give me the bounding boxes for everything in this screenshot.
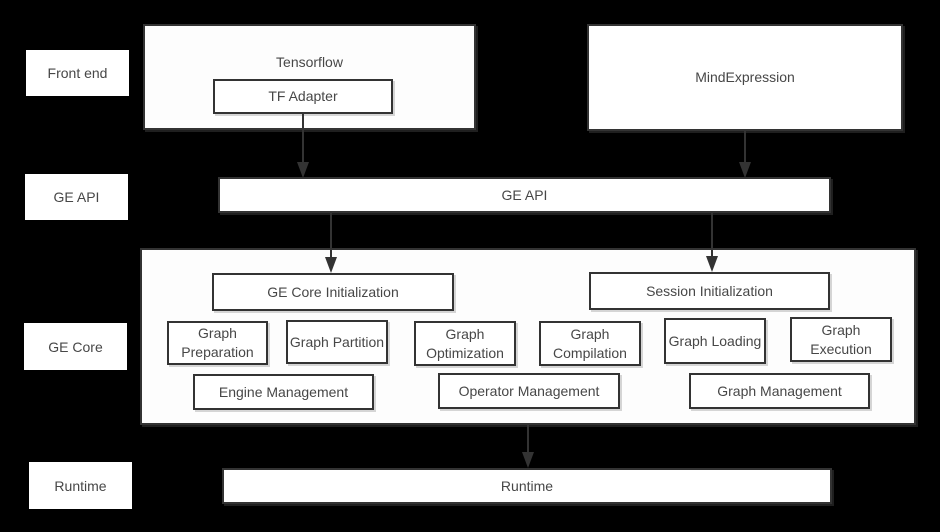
graph-management-box: Graph Management <box>689 373 870 409</box>
graph-preparation-box: Graph Preparation <box>167 321 268 365</box>
arrow-head-icon <box>706 256 718 272</box>
graph-optimization-box: Graph Optimization <box>414 321 516 366</box>
row-label-front-end: Front end <box>26 50 129 96</box>
arrow-head-icon <box>297 162 309 178</box>
graph-loading-box: Graph Loading <box>664 318 766 364</box>
arrow-gecore-to-runtime <box>522 425 534 468</box>
ge-api-bar: GE API <box>218 177 831 213</box>
arrow-stem <box>527 425 529 453</box>
graph-compilation-box: Graph Compilation <box>539 321 641 366</box>
arrow-head-icon <box>522 452 534 468</box>
arrow-mindexpression-to-geapi <box>739 131 751 178</box>
row-label-ge-api: GE API <box>25 174 128 220</box>
arrow-stem <box>711 213 713 257</box>
arrow-head-icon <box>739 162 751 178</box>
tensorflow-box: Tensorflow TF Adapter <box>143 24 476 130</box>
graph-partition-box: Graph Partition <box>286 320 388 364</box>
arrow-stem <box>744 131 746 163</box>
session-initialization-box: Session Initialization <box>589 272 830 310</box>
arrow-head-icon <box>325 257 337 273</box>
tf-adapter-box: TF Adapter <box>213 79 393 114</box>
arrow-tfadapter-to-geapi <box>297 114 309 178</box>
runtime-bar: Runtime <box>222 468 832 504</box>
arrow-stem <box>302 114 304 163</box>
tensorflow-title: Tensorflow <box>276 54 343 70</box>
row-label-runtime: Runtime <box>29 462 132 509</box>
arrow-stem <box>330 213 332 258</box>
ge-core-initialization-box: GE Core Initialization <box>212 273 454 311</box>
arrow-geapi-to-gecore-init <box>325 213 337 273</box>
operator-management-box: Operator Management <box>438 373 620 409</box>
graph-execution-box: Graph Execution <box>790 317 892 362</box>
row-label-ge-core: GE Core <box>24 323 127 370</box>
engine-management-box: Engine Management <box>193 374 374 410</box>
arrow-geapi-to-session-init <box>706 213 718 272</box>
mindexpression-box: MindExpression <box>587 24 903 131</box>
